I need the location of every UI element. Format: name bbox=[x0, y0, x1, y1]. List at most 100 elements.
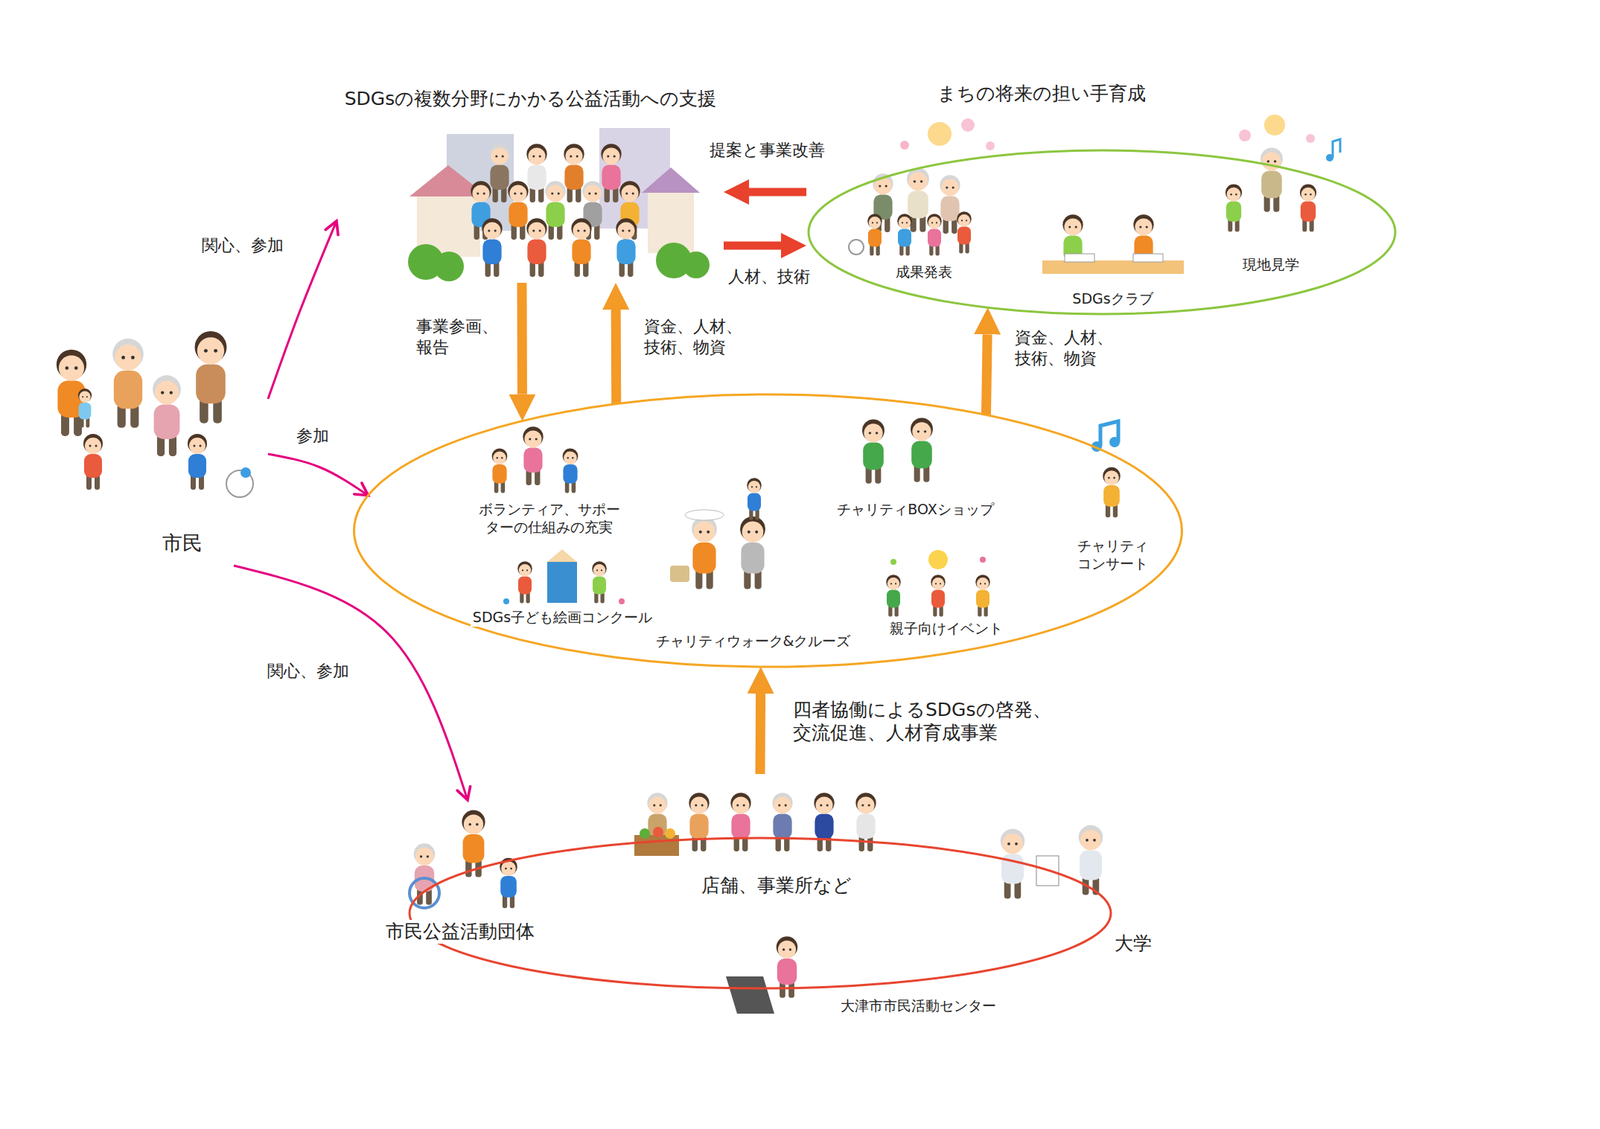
person-figure bbox=[507, 180, 528, 240]
person-figure bbox=[600, 143, 621, 203]
labeled-figure: チャリティBOXショップ bbox=[832, 413, 1002, 522]
text-holder: 大学 bbox=[1111, 932, 1155, 956]
block-arrow bbox=[517, 282, 528, 395]
decor-dot bbox=[961, 118, 975, 132]
text-holder: 成果発表 bbox=[892, 263, 955, 282]
labeled-figure: チャリティコンサート bbox=[1067, 416, 1158, 576]
decor-dot bbox=[900, 140, 910, 150]
pencil-tip bbox=[547, 549, 578, 563]
house-roof bbox=[641, 167, 700, 193]
person-figure bbox=[897, 213, 913, 256]
person-figure bbox=[867, 213, 883, 256]
person-figure bbox=[813, 792, 834, 852]
dog-figure bbox=[848, 239, 864, 255]
edge-label-holder: 関心、参加 bbox=[265, 661, 352, 682]
labeled-figure: 現地見学 bbox=[1213, 141, 1333, 277]
edge-label: 資金、人材、技術、物資 bbox=[1012, 327, 1121, 369]
labeled-figure: 親子向けイベント bbox=[871, 550, 1021, 645]
person-figure bbox=[691, 516, 717, 590]
block-arrow bbox=[611, 309, 622, 405]
person-figure bbox=[862, 419, 885, 484]
person-figure bbox=[930, 574, 946, 617]
edge-label: 事業参画、報告 bbox=[413, 316, 506, 358]
labeled-figure: SDGs子ども絵画コンクール bbox=[467, 544, 656, 630]
sun bbox=[928, 550, 948, 570]
ellipse-outline bbox=[354, 394, 1183, 668]
ellipse-group: ボランティア、サポーターの仕組みの充実SDGs子ども絵画コンクールチャリティウォ… bbox=[352, 393, 1184, 669]
notebook bbox=[1133, 253, 1163, 263]
labeled-figure: 大津市市民活動センター bbox=[722, 930, 1002, 1021]
community-illustration bbox=[408, 128, 710, 282]
person-figure bbox=[526, 143, 547, 203]
person-figure bbox=[956, 211, 972, 254]
edge-label: 関心、参加 bbox=[199, 235, 286, 257]
person-figure bbox=[563, 143, 584, 203]
person-figure bbox=[910, 417, 933, 482]
leaders-illustration bbox=[848, 114, 1341, 274]
edge-label-holder: 参加 bbox=[294, 425, 332, 447]
edge-label: 資金、人材、技術、物資 bbox=[641, 316, 750, 358]
person-figure bbox=[413, 843, 436, 906]
node-label: チャリティウォーク&クルーズ bbox=[653, 632, 854, 651]
decor-dot bbox=[979, 556, 986, 563]
text-holder: チャリティBOXショップ bbox=[834, 501, 997, 519]
person-figure bbox=[489, 143, 510, 203]
node-label: SDGsクラブ bbox=[1069, 290, 1155, 309]
text-holder: 市民公益活動団体 bbox=[382, 920, 537, 944]
section-heading: まちの将来の担い手育成 bbox=[935, 81, 1149, 105]
node-label: 親子向けイベント bbox=[887, 620, 1006, 639]
person-figure bbox=[1225, 184, 1242, 233]
edge-label-holder: 関心、参加 bbox=[199, 235, 286, 257]
node-label: 成果発表 bbox=[893, 263, 955, 282]
person-figure bbox=[78, 388, 92, 429]
edge-label: 人材、技術 bbox=[725, 266, 813, 288]
text-holder: チャリティコンサート bbox=[1072, 537, 1154, 574]
illustrated-group: SDGsの複数分野にかかる公益活動への支援 bbox=[336, 81, 724, 283]
node-label: 店舗、事業所など bbox=[699, 874, 854, 898]
vegetable bbox=[639, 828, 650, 840]
person-figure bbox=[730, 792, 751, 852]
text-holder: 市民 bbox=[159, 530, 205, 557]
music-note bbox=[1326, 154, 1334, 162]
music-note bbox=[1332, 139, 1341, 158]
labeled-figure: 市民公益活動団体 bbox=[380, 800, 539, 947]
text-holder: SDGsの複数分野にかかる公益活動への支援 bbox=[341, 87, 720, 111]
citizen-group: 市民 bbox=[40, 327, 269, 566]
person-figure bbox=[112, 338, 144, 429]
curved-arrow bbox=[268, 454, 368, 496]
labeled-figure: チャリティウォーク&クルーズ bbox=[650, 476, 855, 654]
person-figure bbox=[1299, 184, 1317, 233]
edge-label-holder: 提案と事業改善 bbox=[707, 139, 828, 161]
edge-label-holder: 事業参画、報告 bbox=[413, 316, 506, 358]
person-figure bbox=[1260, 147, 1283, 212]
decor-dot bbox=[927, 122, 952, 146]
block-arrow bbox=[985, 334, 988, 415]
text-holder: 店舗、事業所など bbox=[698, 874, 854, 898]
wheelchair bbox=[409, 878, 440, 909]
person-figure bbox=[772, 792, 793, 852]
person-figure bbox=[591, 561, 607, 604]
pencil bbox=[547, 562, 578, 604]
decor-dot bbox=[1305, 134, 1315, 143]
labeled-figure: SDGsクラブ bbox=[1038, 212, 1188, 311]
person-figure bbox=[152, 375, 181, 457]
person-figure bbox=[885, 574, 901, 617]
node-label: チャリティBOXショップ bbox=[834, 501, 996, 519]
edge-label: 提案と事業改善 bbox=[707, 139, 828, 161]
person-figure bbox=[939, 174, 960, 234]
decor-dot bbox=[503, 598, 510, 605]
edge-label: 関心、参加 bbox=[265, 661, 352, 682]
bag bbox=[670, 565, 690, 583]
person-figure bbox=[615, 218, 636, 277]
person-figure bbox=[562, 448, 579, 493]
text-holder: 親子向けイベント bbox=[886, 620, 1006, 639]
desk bbox=[1042, 260, 1184, 274]
curved-arrow bbox=[233, 565, 468, 801]
edge-label: 参加 bbox=[294, 425, 332, 447]
text-holder: チャリティウォーク&クルーズ bbox=[652, 632, 854, 651]
block-arrow bbox=[755, 693, 767, 775]
